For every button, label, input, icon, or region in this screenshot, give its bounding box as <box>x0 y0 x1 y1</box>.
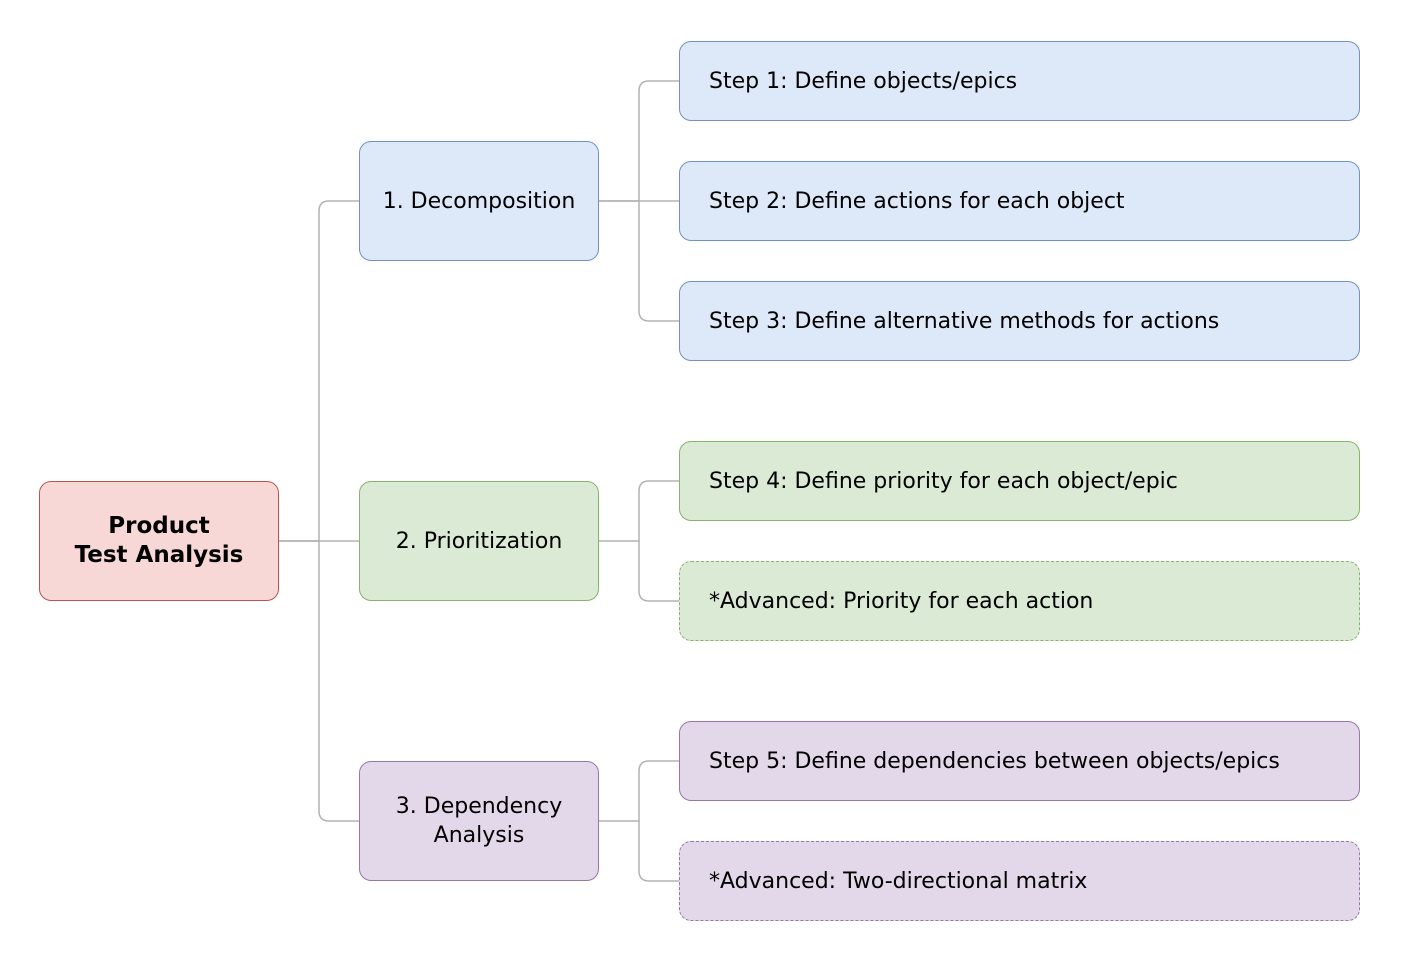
connector-root-to-dependency <box>318 541 359 822</box>
category-label-prioritization: 2. Prioritization <box>395 528 563 554</box>
step-label-1: Step 1: Define objects/epics <box>709 68 1018 94</box>
category-label-dependency-line-1: 3. Dependency <box>395 794 563 819</box>
connector-decomposition-to-step3 <box>638 201 679 322</box>
category-node-dependency-analysis: 3. Dependency Analysis <box>359 761 599 881</box>
connector-dependency-to-advanced-matrix <box>638 821 679 882</box>
connector-root-to-decomposition <box>279 200 359 542</box>
advanced-label-matrix: *Advanced: Two-directional matrix <box>709 868 1088 894</box>
category-node-decomposition: 1. Decomposition <box>359 141 599 261</box>
root-node-line-2: Test Analysis <box>74 542 244 568</box>
step-label-3: Step 3: Define alternative methods for a… <box>709 308 1220 334</box>
connector-dependency-to-step5 <box>599 760 679 822</box>
category-label-dependency-line-2: Analysis <box>433 823 525 848</box>
step-node-3: Step 3: Define alternative methods for a… <box>679 281 1360 361</box>
step-node-4: Step 4: Define priority for each object/… <box>679 441 1360 521</box>
step-label-2: Step 2: Define actions for each object <box>709 188 1125 214</box>
advanced-node-priority-for-each-action: *Advanced: Priority for each action <box>679 561 1360 641</box>
step-node-2: Step 2: Define actions for each object <box>679 161 1360 241</box>
step-label-5: Step 5: Define dependencies between obje… <box>709 748 1280 774</box>
step-node-5: Step 5: Define dependencies between obje… <box>679 721 1360 801</box>
advanced-node-two-directional-matrix: *Advanced: Two-directional matrix <box>679 841 1360 921</box>
root-node-line-1: Product <box>108 513 210 539</box>
connector-decomposition-to-step1 <box>599 80 679 202</box>
connector-prioritization-to-step4 <box>599 480 679 542</box>
advanced-label-priority: *Advanced: Priority for each action <box>709 588 1094 614</box>
connector-prioritization-to-advanced-priority <box>638 541 679 602</box>
step-label-4: Step 4: Define priority for each object/… <box>709 468 1178 494</box>
category-label-decomposition: 1. Decomposition <box>382 188 576 214</box>
category-node-prioritization: 2. Prioritization <box>359 481 599 601</box>
root-node-product-test-analysis: Product Test Analysis <box>39 481 279 601</box>
step-node-1: Step 1: Define objects/epics <box>679 41 1360 121</box>
